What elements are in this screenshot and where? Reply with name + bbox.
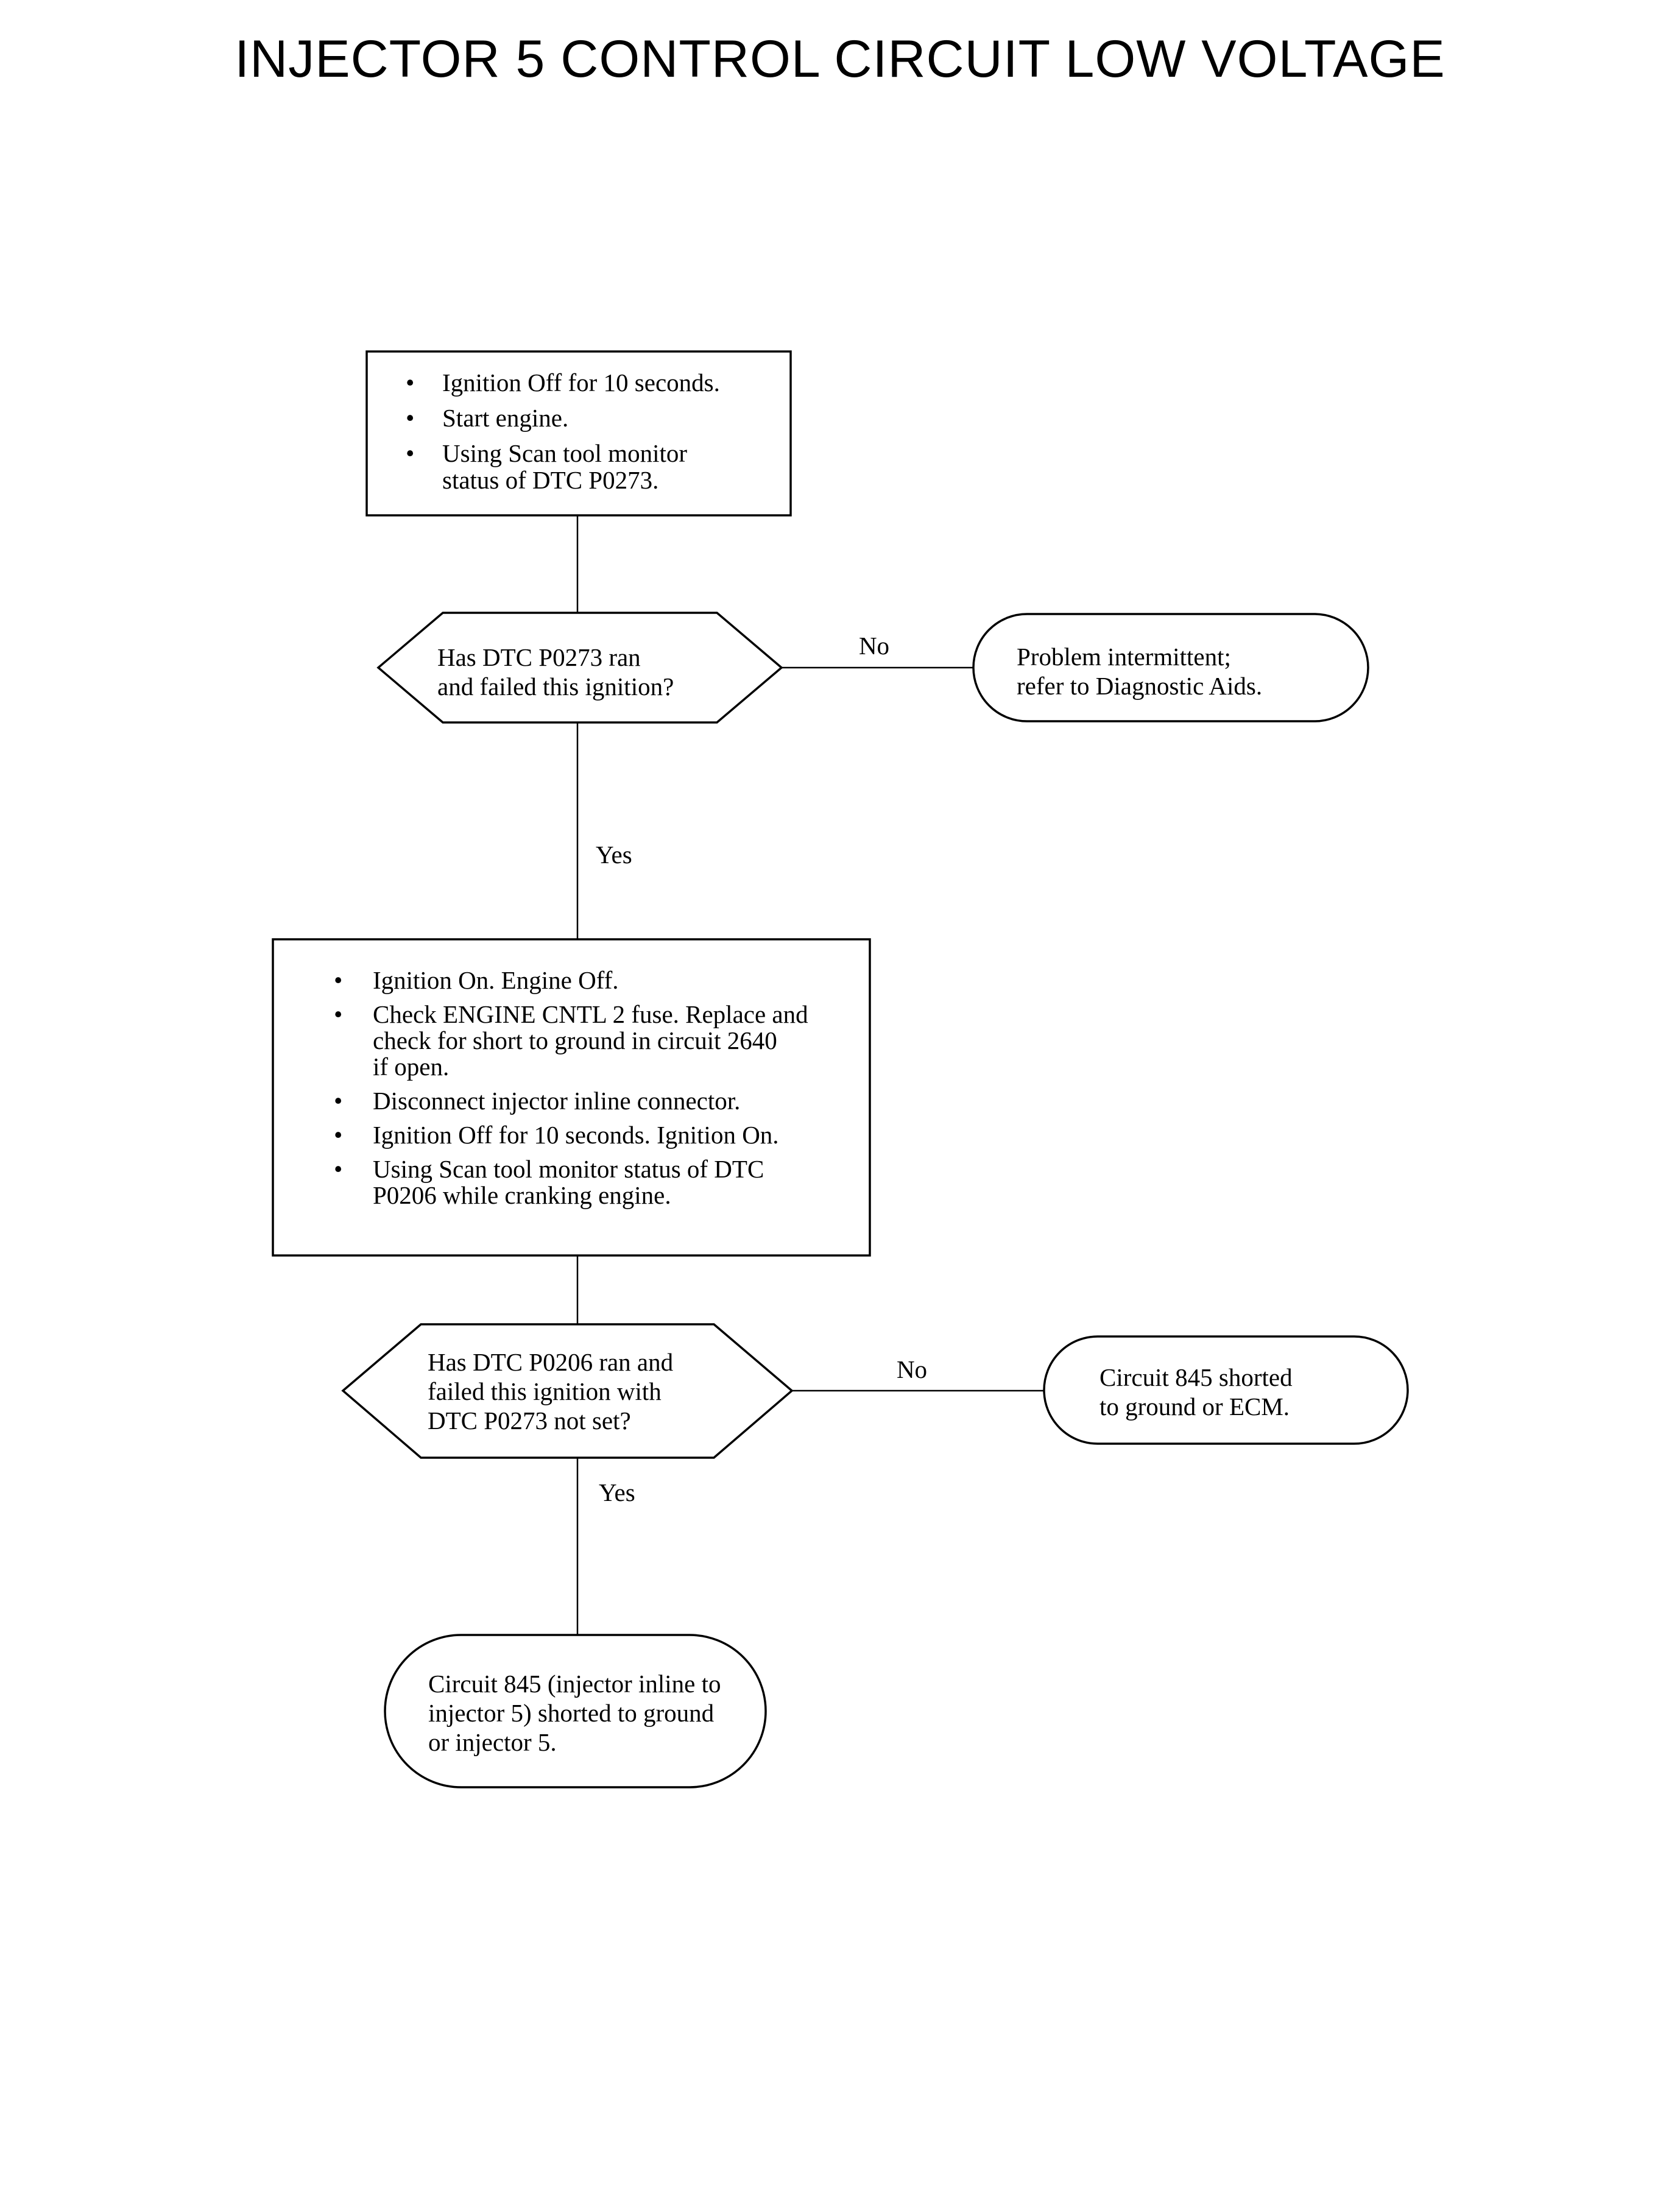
step2-item-1-line-1: check for short to ground in circuit 264… [373,1026,777,1054]
step1-item-0-line-0: Ignition Off for 10 seconds. [442,369,720,397]
step2-bullet-3: • [334,1121,342,1149]
step2-box: • Ignition On. Engine Off. • Check ENGINE C… [272,938,871,1257]
edge-label-decision1-no: No [859,632,889,660]
step1-items: • Ignition Off for 10 seconds. • Start engi… [406,369,720,494]
step2-item-2-line-0: Disconnect injector inline connector. [373,1087,740,1115]
edge-label-decision2-no: No [897,1355,927,1383]
step2-item-4-line-0: Using Scan tool monitor status of DTC [373,1155,764,1183]
step2-bullet-0: • [334,966,342,994]
step2-item-4-line-1: P0206 while cranking engine. [373,1181,671,1209]
edge-label-decision1-yes: Yes [596,841,632,869]
step2-item-3-line-0: Ignition Off for 10 seconds. Ignition On… [373,1121,779,1149]
result1-text: Problem intermittent;refer to Diagnostic… [1017,643,1262,700]
result3-line-2: or injector 5. [428,1728,557,1756]
decision2-line-1: failed this ignition with [428,1377,662,1405]
step1-item-2-line-1: status of DTC P0273. [442,466,658,494]
step1-bullet-1: • [406,404,414,432]
result1-line-0: Problem intermittent; [1017,643,1231,671]
result1-line-1: refer to Diagnostic Aids. [1017,672,1262,700]
result2-line-1: to ground or ECM. [1099,1393,1290,1421]
step1-item-1-line-0: Start engine. [442,404,568,432]
result3-text: Circuit 845 (injector inline toinjector … [428,1670,721,1756]
result1-terminal: Problem intermittent;refer to Diagnostic… [972,613,1369,722]
step2-item-0-line-0: Ignition On. Engine Off. [373,966,619,994]
step1-item-2-line-0: Using Scan tool monitor [442,439,687,467]
step1-box: • Ignition Off for 10 seconds. • Start engi… [365,350,792,517]
step2-items: • Ignition On. Engine Off. • Check ENGINE C… [334,966,808,1209]
decision2-line-0: Has DTC P0206 ran and [428,1348,673,1376]
decision1-line-0: Has DTC P0273 ran [437,643,641,671]
edge-label-decision2-yes: Yes [599,1478,635,1506]
step1-bullet-2: • [406,439,414,467]
step2-bullet-4: • [334,1155,342,1183]
result2-line-0: Circuit 845 shorted [1099,1363,1293,1391]
step2-bullet-2: • [334,1087,342,1115]
step2-bullet-1: • [334,1000,342,1028]
decision1-line-1: and failed this ignition? [437,673,674,701]
page-title: INJECTOR 5 CONTROL CIRCUIT LOW VOLTAGE [235,30,1445,88]
decision2-line-2: DTC P0273 not set? [428,1407,631,1435]
step2-item-1-line-2: if open. [373,1053,449,1081]
result3-line-0: Circuit 845 (injector inline to [428,1670,721,1698]
result3-terminal: Circuit 845 (injector inline toinjector … [384,1634,767,1788]
result3-line-1: injector 5) shorted to ground [428,1699,714,1727]
step2-item-1-line-0: Check ENGINE CNTL 2 fuse. Replace and [373,1000,808,1028]
step1-bullet-0: • [406,369,414,397]
